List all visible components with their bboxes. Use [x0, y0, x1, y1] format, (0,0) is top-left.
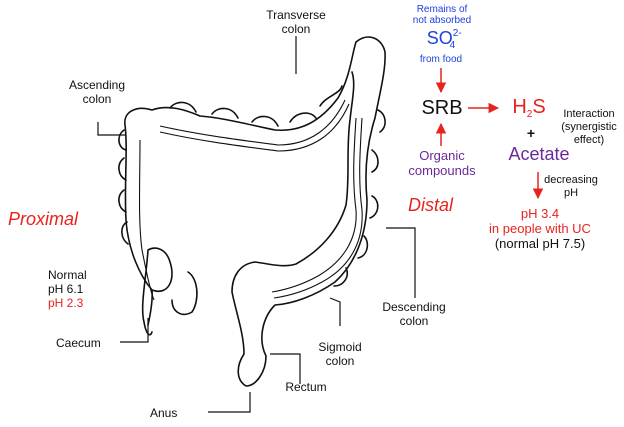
srb-label: SRB: [414, 97, 470, 119]
from-food-label: from food: [404, 54, 478, 65]
interaction-label: Interaction (synergistic effect): [556, 108, 622, 147]
sigmoid-colon-label: Sigmoid colon: [304, 340, 376, 368]
sulfate-formula: SO2-4: [404, 28, 478, 52]
caecum-label: Caecum: [56, 336, 101, 350]
distal-label: Distal: [408, 198, 453, 212]
anus-leader: [208, 392, 250, 412]
colon-outline: [125, 37, 385, 386]
ph-uc-label: pH 3.4 in people with UC: [480, 206, 600, 236]
normal-ph-proximal-label: Normal pH 6.1: [48, 268, 87, 296]
sulfate-note-label: Remains of not absorbed: [396, 4, 488, 26]
anus-label: Anus: [150, 406, 177, 420]
ascending-colon-label: Ascending colon: [44, 78, 150, 106]
plus-sign: +: [524, 126, 538, 140]
transverse-colon-label: Transverse colon: [246, 8, 346, 36]
sigmoid-leader: [330, 298, 340, 326]
descending-colon-label: Descending colon: [368, 300, 460, 328]
descending-leader: [386, 228, 415, 298]
normal-ph-distal-label: (normal pH 7.5): [476, 236, 604, 251]
ph-uc-proximal-label: pH 2.3: [48, 296, 83, 310]
decreasing-ph-label: decreasing pH: [540, 174, 602, 200]
proximal-label: Proximal: [8, 212, 78, 226]
acetate-label: Acetate: [496, 144, 582, 164]
h2s-formula: H2S: [504, 96, 554, 122]
organic-compounds-label: Organic compounds: [394, 148, 490, 178]
rectum-label: Rectum: [276, 380, 336, 394]
